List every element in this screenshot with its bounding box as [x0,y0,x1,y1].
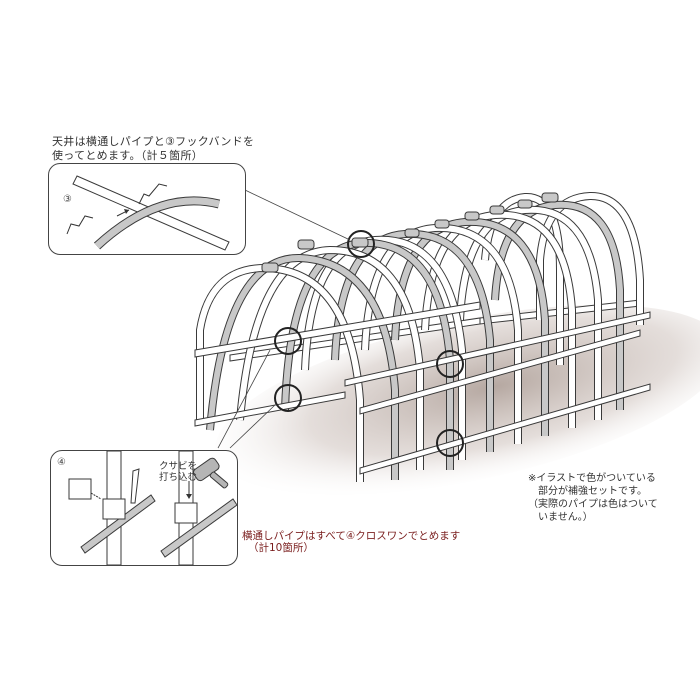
highlight-circles [274,230,464,457]
cross-clamp-highlight [436,429,464,457]
reinforcement-note: ※イラストで色がついている 部分が補強セットです。 （実際のパイプは色はついて … [528,472,658,524]
note-line: （実際のパイプは色はついて [528,499,658,510]
wedge-label-line: クサビを [159,461,198,472]
lower-rail [194,391,346,427]
upper-rail [194,301,481,358]
drive-wedge-label: クサビを 打ち込む [159,461,197,483]
cross-clamp-highlight [274,384,302,412]
cross-clamp-highlight [436,350,464,378]
cross-clamp-detail-panel: ④ クサビを 打ち込む [50,450,238,566]
roof-clamp-instruction: 天井は横通しパイプと③フックバンドを 使ってとめます。（計５箇所） [52,135,254,163]
arch [361,223,522,444]
note-line: いません。） [538,512,593,523]
arch [491,200,624,410]
note-line: ※イラストで色がついている [528,473,656,484]
mid-rail-right [359,329,641,415]
wedge-label-line: 打ち込む [159,472,198,483]
roof-clamp-highlight [347,230,375,258]
cross-rails [194,301,651,475]
lower-rail-right [359,383,651,475]
arch [391,217,549,436]
roof-joints [261,192,559,273]
upper-rail-right [344,311,651,387]
instruction-line: 横通しパイプはすべて④クロスワンでとめます [242,530,461,542]
part-number-3: ③ [63,194,72,205]
part-number-4: ④ [57,457,66,468]
cross-clamp-instruction: 横通しパイプはすべて④クロスワンでとめます （計10箇所） [242,530,460,554]
cross-one-clamp-illustration [68,451,237,565]
arch [236,245,424,470]
hook-band-detail-illustration [66,175,230,251]
arch [206,253,399,480]
cross-clamp-highlight [274,327,302,355]
roof-clamp-detail-panel: ③ [48,163,246,255]
instruction-line: （計10箇所） [248,542,314,554]
note-line: 部分が補強セットです。 [538,486,647,497]
hammer-icon [192,457,229,489]
instruction-line: 天井は横通しパイプと③フックバンドを [52,135,255,148]
instruction-line: 使ってとめます。（計５箇所） [52,149,204,162]
leader-lines [217,189,351,449]
